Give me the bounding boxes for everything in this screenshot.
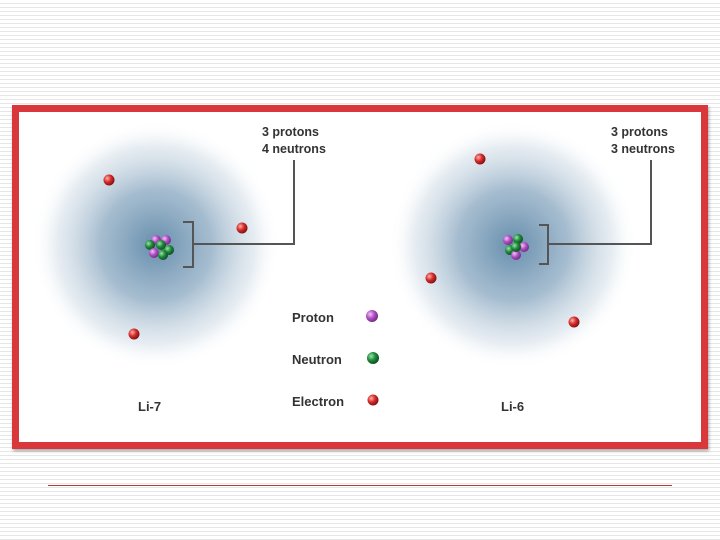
proton <box>149 248 159 258</box>
atom-li6 <box>389 121 652 369</box>
electron <box>103 174 115 186</box>
callout-leader <box>548 160 652 245</box>
li6-callout: 3 protons 3 neutrons <box>611 124 675 158</box>
nucleus <box>503 234 529 260</box>
electron <box>568 316 580 328</box>
atom-diagram <box>32 121 652 406</box>
neutron <box>156 240 166 250</box>
legend-neutron-label: Neutron <box>292 352 342 367</box>
atom-li7 <box>32 121 295 369</box>
neutron <box>145 240 155 250</box>
li7-callout-line1: 3 protons <box>262 125 319 139</box>
legend-proton-label: Proton <box>292 310 334 325</box>
neutron <box>158 250 168 260</box>
proton <box>519 242 529 252</box>
electron <box>425 272 437 284</box>
electron <box>236 222 248 234</box>
footer-divider <box>48 485 672 486</box>
li7-callout: 3 protons 4 neutrons <box>262 124 326 158</box>
legend-electron-label: Electron <box>292 394 345 409</box>
legend-electron-dot <box>367 394 379 406</box>
callout-leader <box>193 160 295 245</box>
proton <box>511 250 521 260</box>
neutron <box>513 234 523 244</box>
diagram-panel: 3 protons 4 neutrons 3 protons 3 neutron… <box>19 112 701 442</box>
diagram-frame: 3 protons 4 neutrons 3 protons 3 neutron… <box>12 105 708 449</box>
li6-callout-line1: 3 protons <box>611 125 668 139</box>
li6-label: Li-6 <box>501 399 525 414</box>
li7-callout-line2: 4 neutrons <box>262 142 326 156</box>
legend-neutron-dot <box>367 352 379 364</box>
electron <box>474 153 486 165</box>
proton <box>503 235 513 245</box>
electron <box>128 328 140 340</box>
legend <box>366 310 379 406</box>
nucleus <box>145 235 174 260</box>
li6-callout-line2: 3 neutrons <box>611 142 675 156</box>
neutron <box>511 242 521 252</box>
legend-proton-dot <box>366 310 378 322</box>
li7-label: Li-7 <box>138 399 162 414</box>
